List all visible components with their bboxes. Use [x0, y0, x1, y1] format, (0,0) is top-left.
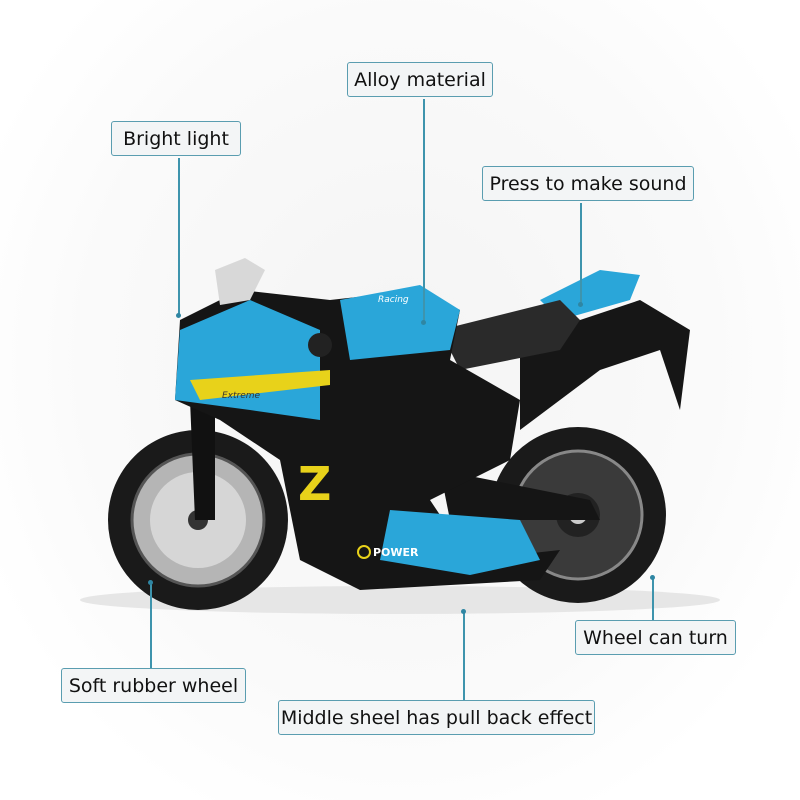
- callout-pull-back: Middle sheel has pull back effect: [278, 700, 595, 735]
- extreme-decal: Extreme: [222, 391, 261, 401]
- callout-alloy-material: Alloy material: [347, 62, 493, 97]
- callout-wheel-turn: Wheel can turn: [575, 620, 736, 655]
- callout-press-sound: Press to make sound: [482, 166, 694, 201]
- front-fork: [190, 400, 215, 520]
- fuel-tank: [340, 285, 460, 360]
- sound-line: [580, 203, 582, 305]
- lower-cowl: [380, 510, 540, 575]
- callout-soft-rubber-wheel: Soft rubber wheel: [61, 668, 246, 703]
- pullback-line: [463, 612, 465, 700]
- wheel-turn-dot: [650, 575, 655, 580]
- alloy-dot: [421, 320, 426, 325]
- handlebar: [308, 333, 332, 357]
- number-decal: Z: [298, 457, 331, 511]
- yellow-stripe: [190, 370, 330, 400]
- racing-decal: Racing: [378, 295, 409, 305]
- windshield: [215, 258, 265, 305]
- rubber-dot: [148, 580, 153, 585]
- alloy-line: [423, 99, 425, 323]
- light-line: [178, 158, 180, 316]
- callout-bright-light: Bright light: [111, 121, 241, 156]
- light-dot: [176, 313, 181, 318]
- rubber-line: [150, 583, 152, 668]
- seat: [440, 300, 580, 370]
- power-decal: POWER: [373, 546, 419, 559]
- wheel-turn-line: [652, 578, 654, 620]
- sound-dot: [578, 302, 583, 307]
- pullback-dot: [461, 609, 466, 614]
- power-icon: [357, 545, 371, 559]
